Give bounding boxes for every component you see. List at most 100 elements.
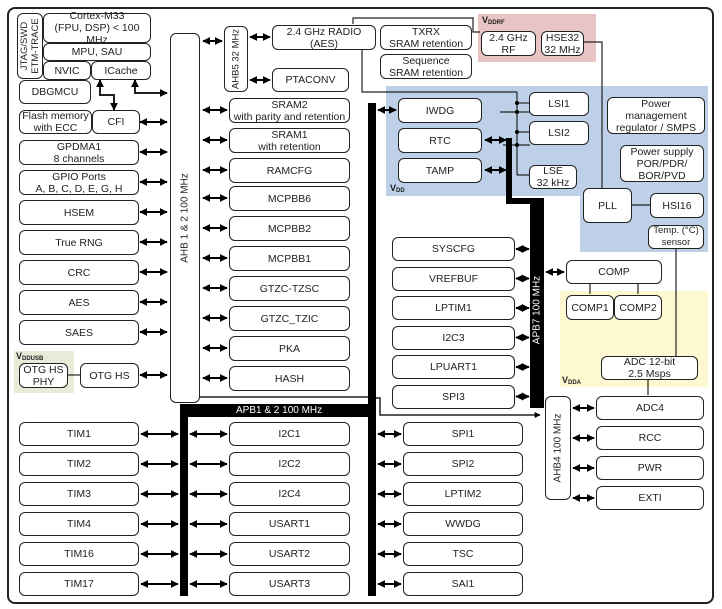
v-prefix: V: [562, 375, 569, 385]
otg-hs-block: OTG HS: [80, 363, 139, 388]
otg-hs-phy-block: OTG HS PHY: [19, 363, 68, 388]
mcpbb2-block: MCPBB2: [229, 216, 350, 241]
ramcfg-block: RAMCFG: [229, 158, 350, 183]
v-prefix: V: [16, 351, 23, 361]
wwdg-block: WWDG: [403, 512, 523, 536]
apb12-bus-label: APB1 & 2 100 MHz: [236, 405, 323, 416]
i2c3-block: I2C3: [392, 325, 515, 350]
i2c1-block: I2C1: [229, 422, 350, 446]
mpu-block: MPU, SAU: [43, 43, 151, 61]
aes-block: AES: [19, 290, 139, 315]
i2c4-block: I2C4: [229, 482, 350, 506]
spi3-block: SPI3: [392, 384, 515, 409]
usart2-block: USART2: [229, 542, 350, 566]
pll-block: PLL: [583, 188, 632, 223]
apb12-bus-right: [368, 103, 376, 596]
nvic-block: NVIC: [43, 61, 91, 80]
lsi1-block: LSI1: [529, 92, 589, 116]
sequence-block: Sequence SRAM retention: [380, 54, 472, 79]
label-vdda: VDDA: [562, 375, 581, 386]
lsi2-block: LSI2: [529, 121, 589, 145]
gpdma1-block: GPDMA1 8 channels: [19, 140, 139, 165]
power-supply-block: Power supply POR/PDR/ BOR/PVD: [620, 145, 704, 182]
ahb4-bus-label: AHB4 100 MHz: [552, 413, 564, 483]
tim1-block: TIM1: [19, 422, 139, 446]
tim2-block: TIM2: [19, 452, 139, 476]
adc4-block: ADC4: [596, 396, 704, 420]
apb7-bus-link-h: [506, 198, 544, 204]
lptim2-block: LPTIM2: [403, 482, 523, 506]
ahb12-bus: AHB 1 & 2 100 MHz: [170, 33, 200, 403]
v-prefix: V: [390, 183, 397, 193]
rcc-block: RCC: [596, 426, 704, 450]
label-vdd: VDD: [390, 183, 405, 194]
lptim1-block: LPTIM1: [392, 296, 515, 320]
ahb5-bus-label: AHB5 32 MHz: [230, 28, 242, 90]
tamp-block: TAMP: [398, 158, 482, 183]
ahb12-bus-label: AHB 1 & 2 100 MHz: [179, 173, 191, 263]
usart3-block: USART3: [229, 572, 350, 596]
comp-block: COMP: [566, 260, 662, 284]
icache-block: ICache: [91, 61, 151, 80]
lpuart1-block: LPUART1: [392, 355, 515, 379]
radio-block: 2.4 GHz RADIO (AES): [272, 25, 376, 50]
usart1-block: USART1: [229, 512, 350, 536]
pka-block: PKA: [229, 336, 350, 361]
label-vddusb: VDDUSB: [16, 351, 43, 362]
vdda-sub: DDA: [568, 380, 582, 386]
temp-sensor-block: Temp. (°C) sensor: [648, 225, 704, 249]
apb12-bus-left: [180, 404, 188, 596]
spi1-block: SPI1: [403, 422, 523, 446]
lse-block: LSE 32 kHz: [529, 165, 577, 189]
rtc-block: RTC: [398, 128, 482, 153]
tim16-block: TIM16: [19, 542, 139, 566]
gtzc-tzsc-block: GTZC-TZSC: [229, 276, 350, 301]
gpio-ports-block: GPIO Ports A, B, C, D, E, G, H: [19, 170, 139, 195]
comp2-block: COMP2: [614, 295, 662, 320]
cfi-block: CFI: [92, 110, 140, 134]
vdd-sub: DD: [396, 188, 405, 194]
diagram-frame: [7, 7, 714, 604]
mcpbb1-block: MCPBB1: [229, 246, 350, 271]
hse32-block: HSE32 32 MHz: [541, 31, 584, 56]
gtzc-tzic-block: GTZC_TZIC: [229, 306, 350, 331]
tim4-block: TIM4: [19, 512, 139, 536]
apb7-bus-label: APB7 100 MHz: [531, 275, 543, 345]
txrx-block: TXRX SRAM retention: [380, 25, 472, 50]
v-prefix: V: [482, 15, 489, 25]
pwr-block: PWR: [596, 456, 704, 480]
hash-block: HASH: [229, 366, 350, 391]
vddrf-sub: DDRF: [488, 20, 505, 26]
iwdg-block: IWDG: [398, 98, 482, 123]
rf-block: 2.4 GHz RF: [481, 31, 536, 56]
apb7-bus: APB7 100 MHz: [530, 200, 544, 408]
label-vddrf: VDDRF: [482, 15, 505, 26]
tim3-block: TIM3: [19, 482, 139, 506]
flash-block: Flash memory with ECC: [19, 110, 92, 134]
cpu-block: Cortex-M33 (FPU, DSP) < 100 MHz: [43, 10, 151, 46]
adc-block: ADC 12-bit 2.5 Msps: [601, 356, 698, 380]
vrefbuf-block: VREFBUF: [392, 266, 515, 291]
crc-block: CRC: [19, 260, 139, 285]
dbgmcu-block: DBGMCU: [19, 80, 91, 104]
sram1-block: SRAM1 with retention: [229, 128, 350, 153]
true-rng-block: True RNG: [19, 230, 139, 255]
ptaconv-block: PTACONV: [272, 68, 349, 92]
power-mgmt-block: Power management regulator / SMPS: [607, 97, 705, 134]
mcpbb6-block: MCPBB6: [229, 186, 350, 211]
sram2-block: SRAM2 with parity and retention: [229, 98, 350, 123]
spi2-block: SPI2: [403, 452, 523, 476]
sai1-block: SAI1: [403, 572, 523, 596]
comp1-block: COMP1: [566, 295, 614, 320]
tsc-block: TSC: [403, 542, 523, 566]
syscfg-block: SYSCFG: [392, 237, 515, 261]
ahb4-bus: AHB4 100 MHz: [545, 396, 571, 500]
vddusb-sub: DDUSB: [22, 356, 44, 362]
debug-label: JTAG/SWD ETM-TRACE: [19, 18, 41, 74]
ahb5-bus: AHB5 32 MHz: [224, 26, 248, 92]
saes-block: SAES: [19, 320, 139, 345]
tim17-block: TIM17: [19, 572, 139, 596]
debug-block: JTAG/SWD ETM-TRACE: [17, 13, 43, 79]
i2c2-block: I2C2: [229, 452, 350, 476]
